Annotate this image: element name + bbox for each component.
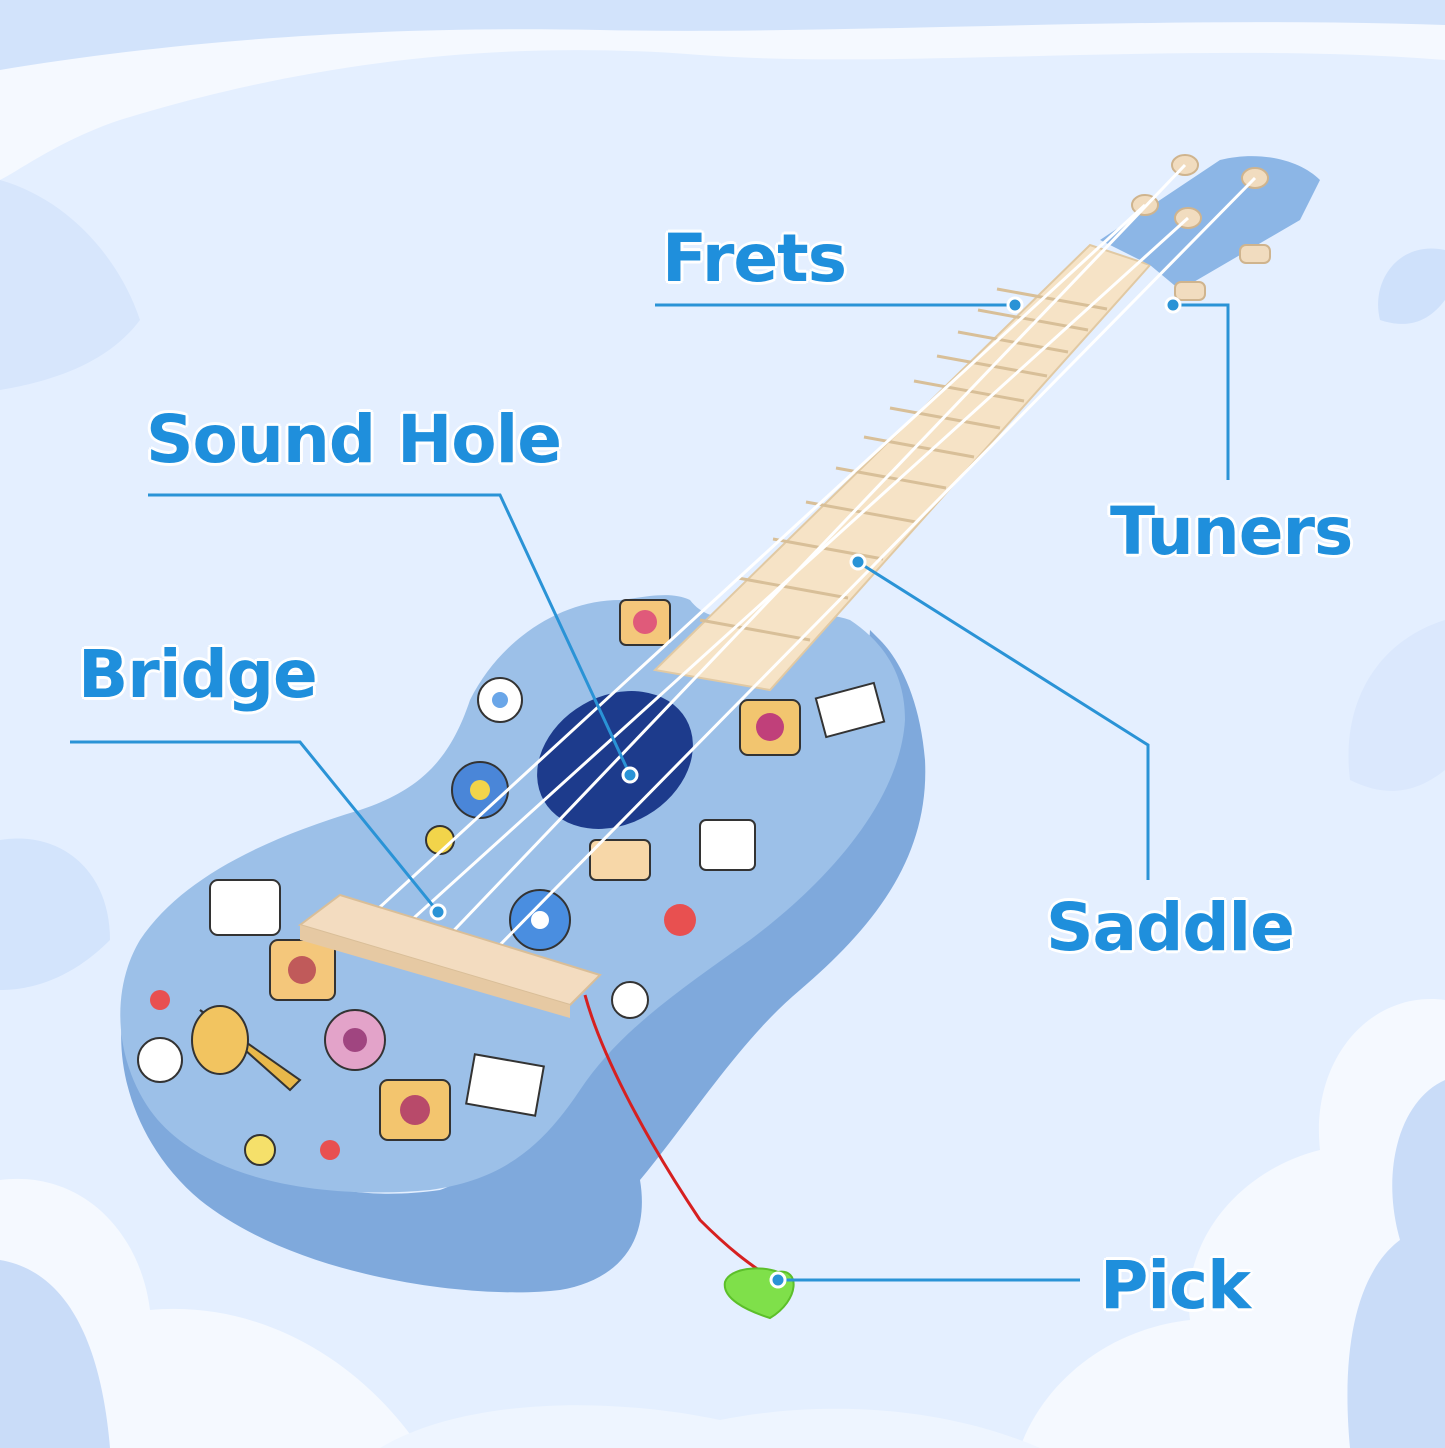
pick-cord [583, 994, 771, 1280]
label-bridge: Bridge [78, 636, 318, 713]
label-frets: Frets [662, 220, 847, 297]
music-pattern [137, 599, 886, 1166]
label-tuners: Tuners [1110, 493, 1353, 570]
strings [353, 163, 1257, 957]
bridge-piece [297, 893, 602, 1007]
ukulele-body-side [121, 630, 926, 1293]
label-saddle: Saddle [1046, 889, 1295, 966]
ukulele-body-top [120, 595, 905, 1193]
fret-lines [699, 287, 1108, 642]
label-pick: Pick [1100, 1247, 1251, 1324]
ukulele [120, 154, 1320, 1320]
label-sound-hole: Sound Hole [146, 401, 562, 478]
callout-dots [429, 296, 1182, 1289]
callout-lines [70, 303, 1230, 1282]
